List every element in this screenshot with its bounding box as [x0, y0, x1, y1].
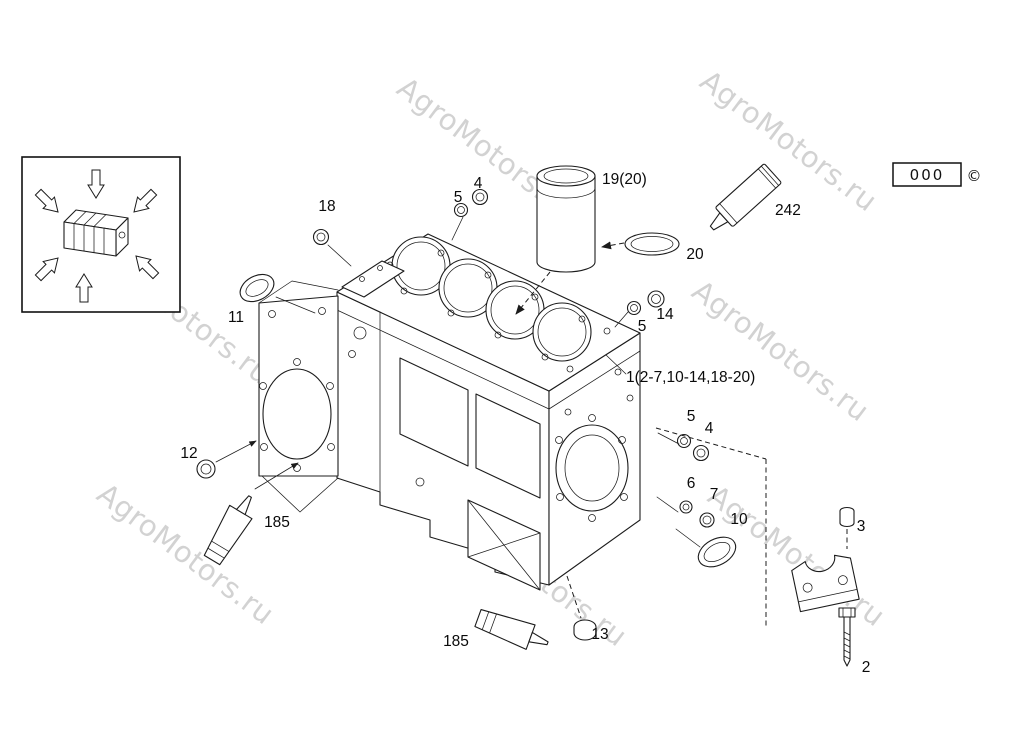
part-2-bolt — [838, 607, 856, 667]
part-185-tube-bottom — [474, 608, 549, 650]
callout-5-side: 5 — [687, 408, 696, 425]
callout-4-top: 4 — [474, 175, 483, 192]
part-7-plug — [699, 512, 715, 528]
callout-7: 7 — [710, 486, 719, 503]
callout-5-deck: 5 — [638, 318, 647, 335]
callout-185-left: 185 — [264, 514, 290, 531]
callout-13: 13 — [591, 626, 608, 643]
block-front-face — [336, 291, 550, 591]
part-4-plug-top — [471, 188, 489, 206]
part-19-cylinder-liner — [536, 165, 596, 273]
cylinder-bores — [391, 236, 592, 362]
block-top-deck — [336, 233, 641, 392]
callout-14: 14 — [656, 306, 674, 323]
callout-5-top: 5 — [454, 189, 463, 206]
callout-3: 3 — [857, 518, 866, 535]
callout-18: 18 — [318, 198, 335, 215]
callout-242: 242 — [775, 202, 801, 219]
engine-block-drawing — [258, 233, 641, 591]
leader-lines — [215, 216, 848, 628]
part-11-bushing — [239, 273, 275, 303]
block-right-face — [548, 332, 641, 586]
part-6-washer — [679, 500, 693, 514]
part-4-plug-side — [692, 444, 710, 462]
callout-11: 11 — [228, 309, 244, 326]
callout-1-assembly: 1(2-7,10-14,18-20) — [626, 369, 755, 386]
callout-2: 2 — [862, 659, 871, 676]
part-242-sealant-tube — [709, 163, 782, 231]
part-185-tube-left — [203, 495, 253, 566]
part-12-ring — [196, 459, 216, 479]
part-bearing-cap — [791, 554, 860, 613]
deck-gasket-patch — [341, 260, 405, 298]
front-plate — [258, 280, 339, 513]
callout-4-side: 4 — [705, 420, 714, 437]
callout-12: 12 — [180, 445, 197, 462]
callout-20: 20 — [686, 246, 704, 263]
callout-185-bottom: 185 — [443, 633, 469, 650]
part-10-bushing — [697, 536, 737, 568]
part-13-cup-plug — [573, 619, 597, 641]
part-5-washer-deck — [626, 300, 642, 316]
part-5-washer-top — [453, 202, 469, 218]
part-14-plug — [647, 290, 665, 308]
copyright-symbol: © — [967, 167, 982, 185]
page-code: 000 — [910, 166, 945, 184]
callout-10: 10 — [730, 511, 748, 528]
part-3-plug — [839, 506, 855, 528]
page-code-box: 000 © — [892, 162, 982, 187]
callout-6: 6 — [687, 475, 696, 492]
callout-19-20: 19(20) — [602, 171, 647, 188]
part-18-plug — [312, 228, 330, 246]
part-20-o-ring — [624, 232, 680, 256]
inset-detail-box — [21, 156, 181, 313]
inset-part-thumbnail — [63, 209, 129, 257]
callout-labels: 18 5 4 19(20) 242 20 11 5 14 1(2-7,10-14… — [180, 171, 870, 676]
part-5-washer-side — [676, 433, 692, 449]
